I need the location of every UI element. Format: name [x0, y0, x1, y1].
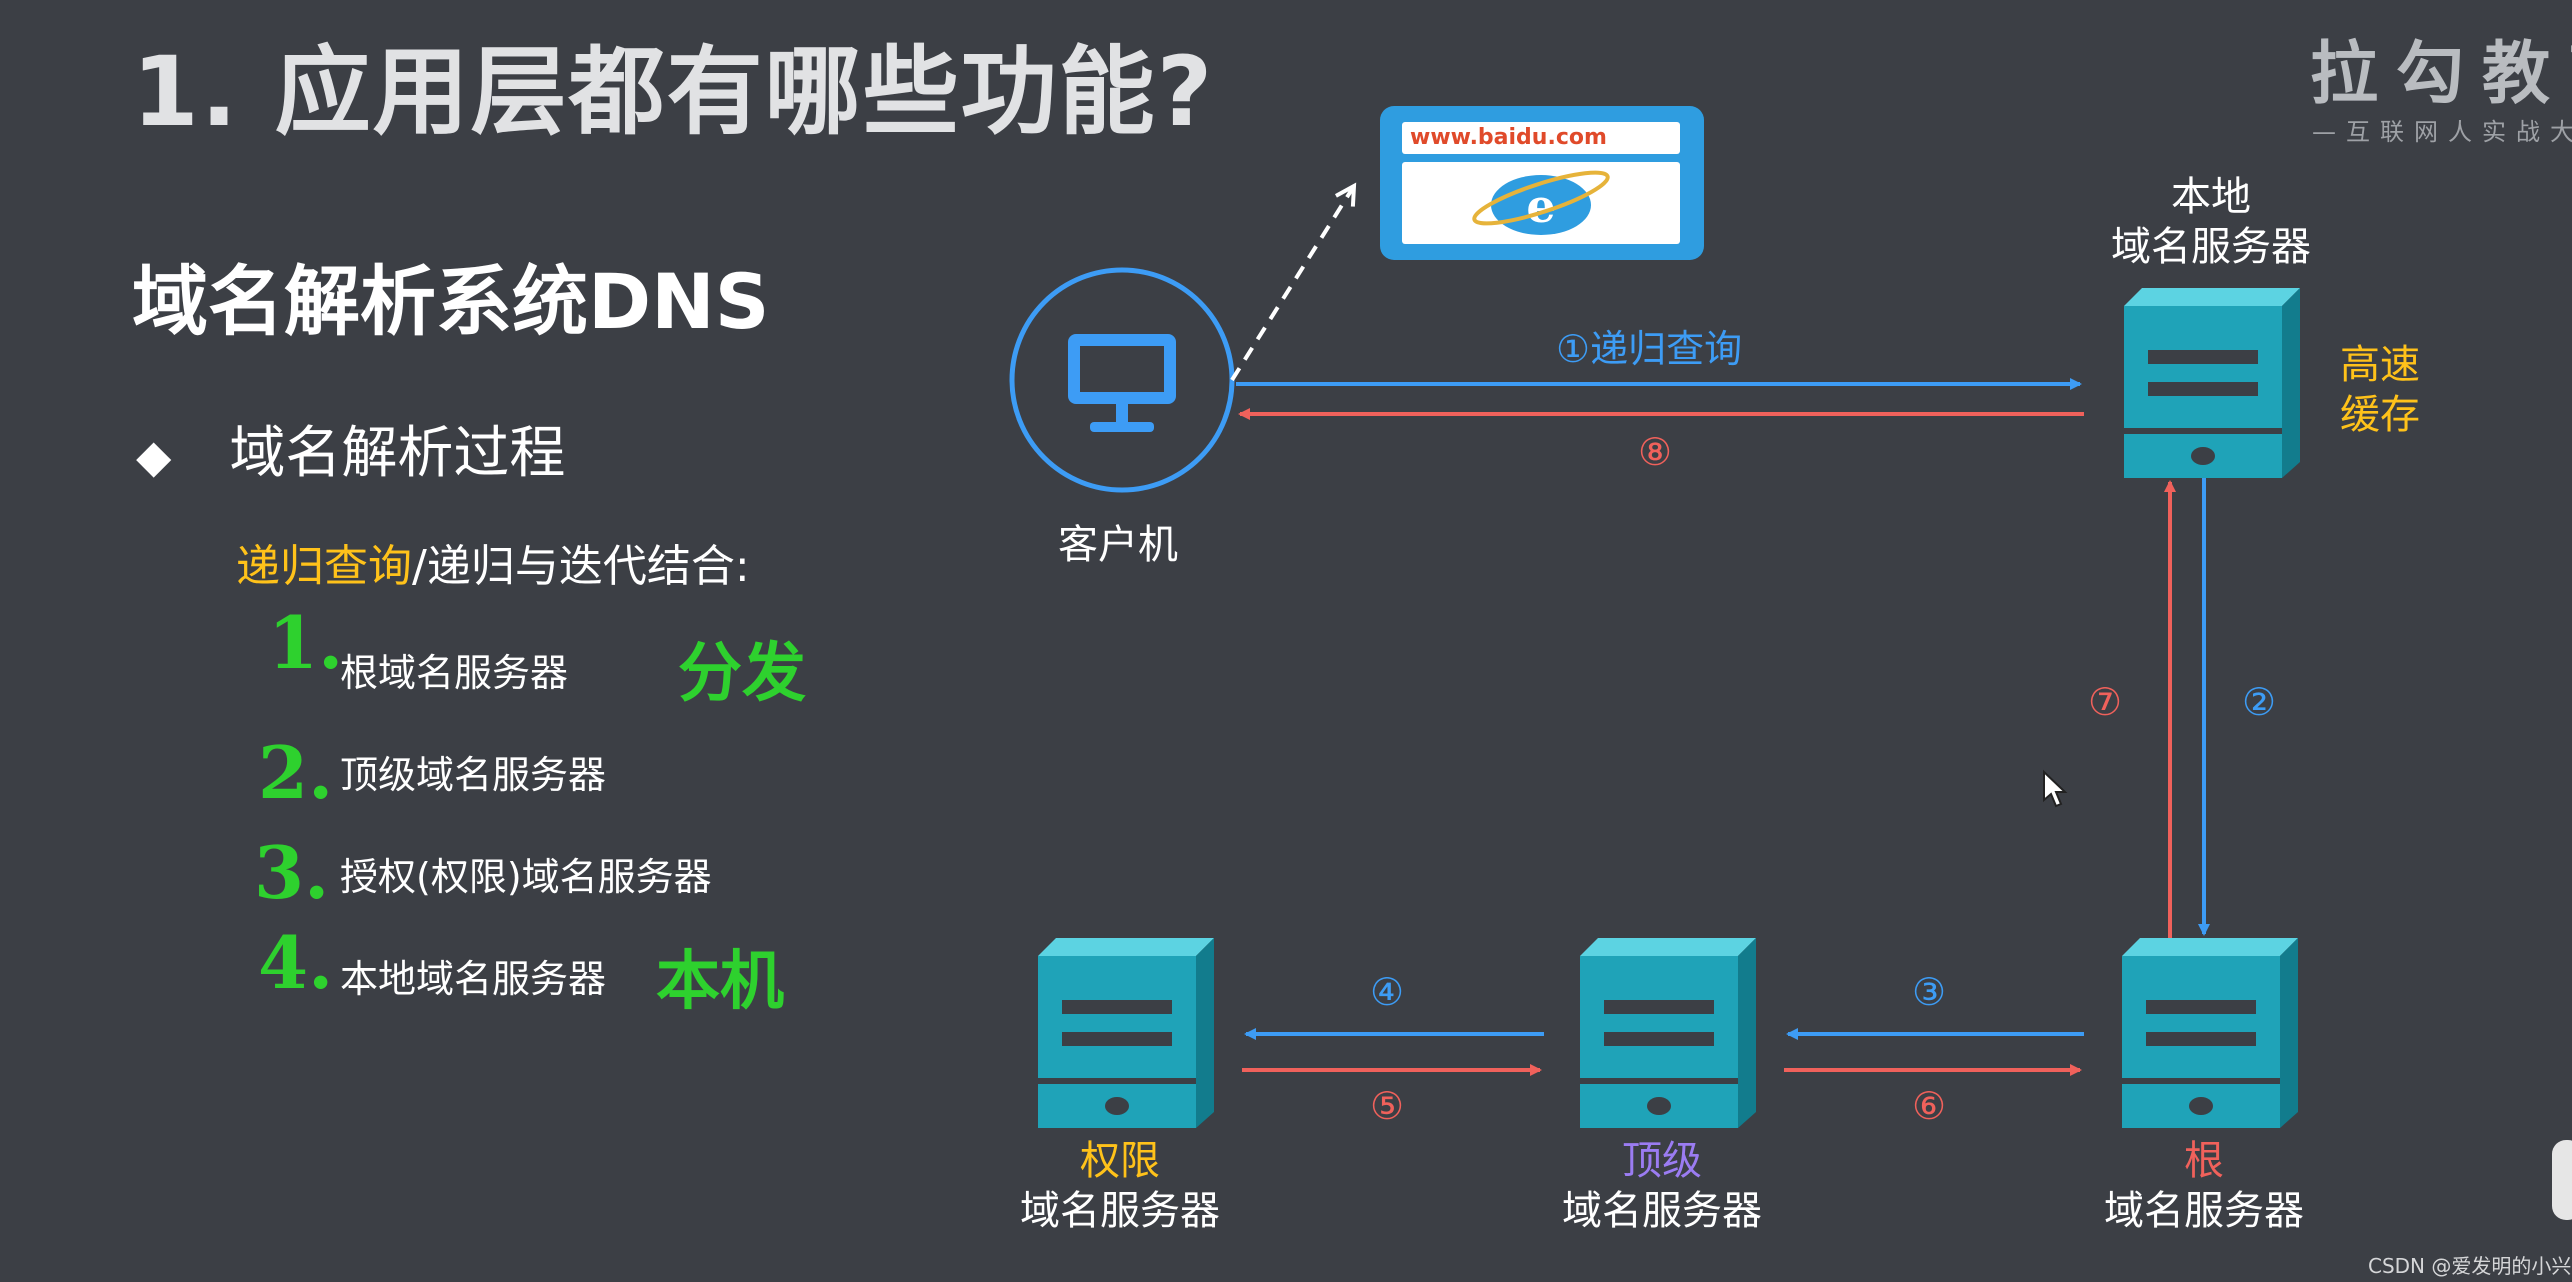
edge-label-6: ⑥	[1912, 1084, 1947, 1128]
method-highlight: 递归查询	[236, 541, 412, 592]
list-item-local-server: 本地域名服务器	[340, 957, 607, 1001]
query-method-line: 递归查询/递归与迭代结合:	[236, 530, 750, 594]
ie-logo-icon: e	[1472, 170, 1610, 235]
edge-label-2: ②	[2242, 680, 2277, 724]
mouse-cursor-icon	[2043, 769, 2068, 808]
edge-label-3: ③	[1912, 970, 1947, 1014]
cache-label-line1: 高速	[2340, 342, 2420, 388]
list-item-authoritative-server: 授权(权限)域名服务器	[340, 855, 712, 899]
edge-label-5: ⑤	[1370, 1084, 1405, 1128]
page-title: 1. 应用层都有哪些功能?	[132, 36, 1215, 148]
cache-label-line2: 缓存	[2340, 392, 2420, 438]
browser-address-bar: www.baidu.com	[1402, 122, 1680, 154]
root-server-icon	[2122, 938, 2298, 1128]
local-server-label-line2: 域名服务器	[2111, 224, 2311, 270]
bullet-heading: ◆ 域名解析过程	[136, 408, 565, 489]
handwritten-number-4: 4.	[258, 920, 334, 1005]
cache-label: 高速 缓存	[2340, 340, 2420, 440]
root-label: 域名服务器	[2104, 1188, 2304, 1234]
root-type: 根	[2184, 1138, 2224, 1184]
tld-type: 顶级	[1622, 1138, 1702, 1184]
authoritative-type: 权限	[1080, 1138, 1160, 1184]
edge-label-4: ④	[1370, 970, 1405, 1014]
authoritative-server-label: 权限 域名服务器	[1000, 1136, 1240, 1236]
handwritten-number-2: 2.	[258, 730, 334, 815]
browser-url: www.baidu.com	[1410, 125, 1607, 150]
edge-label-1: ①递归查询	[1556, 327, 1743, 371]
browser-page: e	[1402, 162, 1680, 244]
bullet-heading-text: 域名解析过程	[229, 421, 566, 486]
edge-label-8: ⑧	[1638, 430, 1673, 474]
section-subtitle: 域名解析系统DNS	[132, 257, 770, 346]
authoritative-label: 域名服务器	[1020, 1188, 1220, 1234]
tld-label: 域名服务器	[1562, 1188, 1762, 1234]
credit-watermark: CSDN @爱发明的小兴	[2368, 1254, 2572, 1278]
handwritten-note-distribute: 分发	[678, 636, 806, 711]
handwritten-number-3: 3.	[254, 830, 330, 915]
dashed-arrow-to-browser	[1230, 186, 1354, 382]
list-item-tld-server: 顶级域名服务器	[340, 753, 607, 797]
local-server-icon	[2124, 288, 2300, 478]
local-server-label-line1: 本地	[2171, 174, 2251, 220]
authoritative-server-icon	[1038, 938, 1214, 1128]
client-label: 客户机	[1058, 522, 1178, 568]
tld-server-icon	[1580, 938, 1756, 1128]
brand-logo: 拉勾教育	[2310, 35, 2572, 114]
brand-slogan: —互联网人实战大学	[2312, 118, 2572, 146]
edge-label-7: ⑦	[2088, 680, 2123, 724]
handwritten-number-1: 1.	[268, 600, 344, 685]
handwritten-note-local-machine: 本机	[656, 944, 784, 1019]
browser-window: www.baidu.com e	[1380, 106, 1704, 260]
diamond-bullet-icon: ◆	[136, 429, 172, 483]
method-rest: /递归与迭代结合:	[412, 541, 750, 592]
tld-server-label: 顶级 域名服务器	[1542, 1136, 1782, 1236]
side-scroll-tab[interactable]	[2552, 1140, 2572, 1220]
root-server-label: 根 域名服务器	[2084, 1136, 2324, 1236]
local-server-label: 本地 域名服务器	[2086, 172, 2336, 272]
list-item-root-server: 根域名服务器	[340, 651, 569, 695]
client-computer-icon	[1009, 267, 1235, 493]
